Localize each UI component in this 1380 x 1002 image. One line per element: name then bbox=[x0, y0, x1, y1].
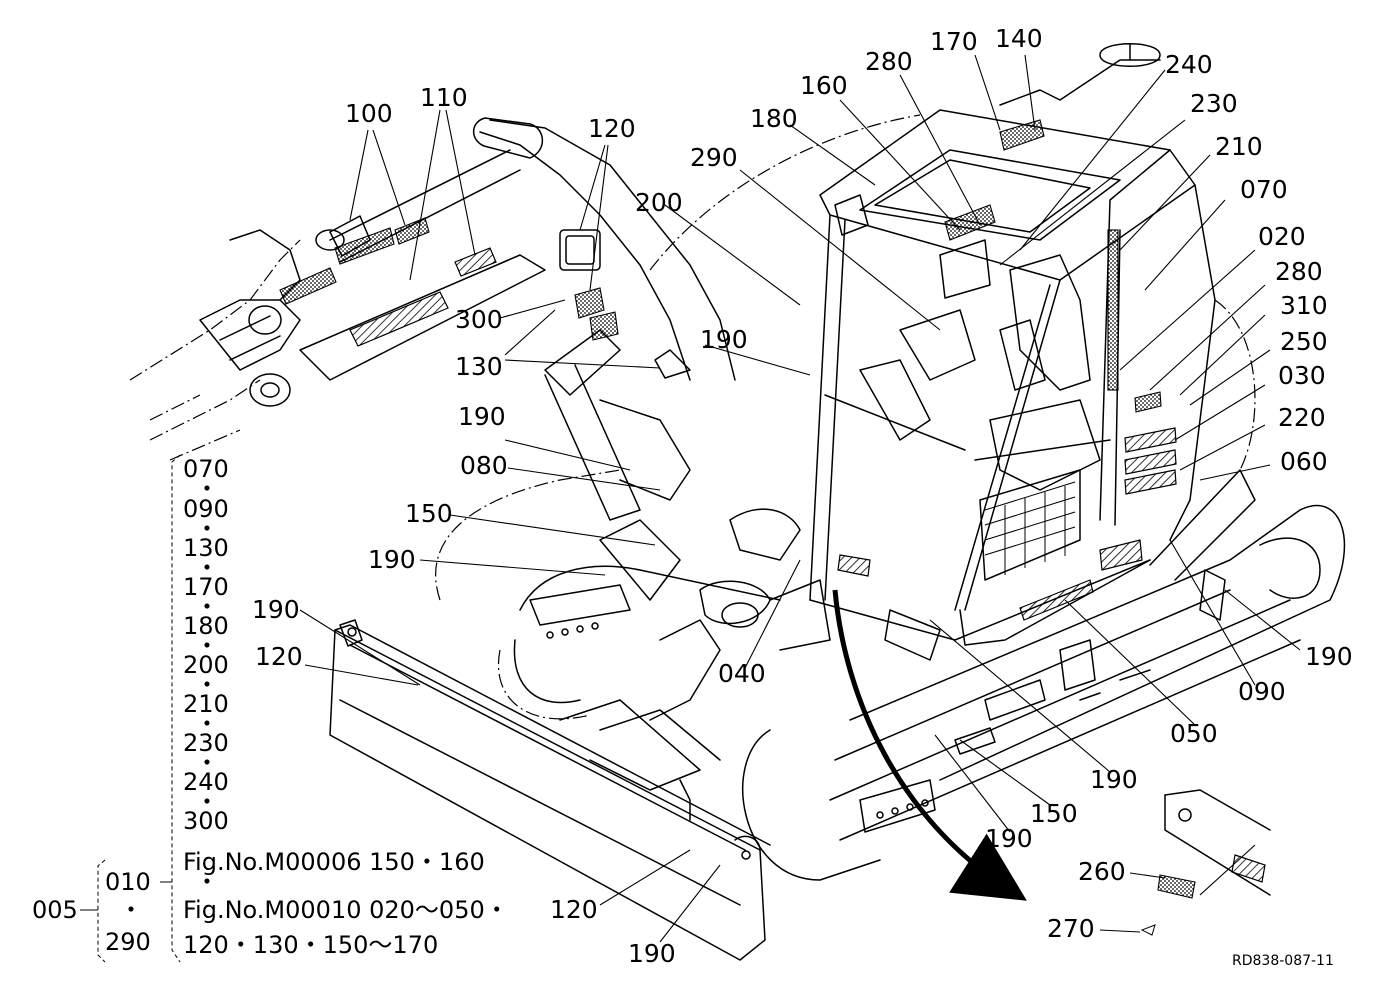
callout-220: 220 bbox=[1278, 403, 1326, 432]
list-item: 090 bbox=[183, 495, 229, 523]
callout-190-right: 190 bbox=[1305, 642, 1353, 671]
dozer-blade bbox=[329, 619, 771, 961]
callout-110: 110 bbox=[420, 83, 468, 112]
left-track bbox=[497, 565, 781, 720]
callout-190-track2: 190 bbox=[985, 824, 1033, 853]
frame bbox=[599, 508, 941, 661]
list-item: 240 bbox=[183, 768, 229, 796]
callout-150-left: 150 bbox=[405, 499, 453, 528]
callout-260: 260 bbox=[1078, 857, 1126, 886]
callout-070: 070 bbox=[1240, 175, 1288, 204]
callout-240: 240 bbox=[1165, 50, 1213, 79]
callout-060: 060 bbox=[1280, 447, 1328, 476]
group-separator: ・ bbox=[119, 896, 143, 924]
callout-080: 080 bbox=[460, 451, 508, 480]
callout-140: 140 bbox=[995, 24, 1043, 53]
attachment-outline bbox=[129, 229, 301, 461]
list-separator: ・ bbox=[195, 710, 219, 738]
callout-190-a: 190 bbox=[458, 402, 506, 431]
callout-020: 020 bbox=[1258, 222, 1306, 251]
list-item: 300 bbox=[183, 807, 229, 835]
callout-040: 040 bbox=[718, 659, 766, 688]
group-010: 010 bbox=[105, 868, 151, 896]
callout-160: 160 bbox=[800, 71, 848, 100]
callout-190-mid: 190 bbox=[700, 325, 748, 354]
fig-ref-3: 120・130・150～170 bbox=[183, 931, 438, 959]
list-separator: ・ bbox=[195, 515, 219, 543]
callout-210: 210 bbox=[1215, 132, 1263, 161]
callout-250: 250 bbox=[1280, 327, 1328, 356]
callout-190-b: 190 bbox=[368, 545, 416, 574]
callout-190-track: 190 bbox=[1090, 765, 1138, 794]
list-item: 230 bbox=[183, 729, 229, 757]
list-item: 210 bbox=[183, 690, 229, 718]
parts-list: 070 ・ 090 ・ 130 ・ 170 ・ 180 ・ 200 ・ 210 … bbox=[32, 454, 509, 963]
fig-ref-1: Fig.No.M00006 150・160 bbox=[183, 848, 485, 876]
callouts: 100 110 120 300 130 190 080 150 190 190 … bbox=[252, 24, 1353, 968]
callout-300-left: 300 bbox=[455, 305, 503, 334]
callout-050: 050 bbox=[1170, 719, 1218, 748]
detail-arrow bbox=[832, 589, 1027, 901]
callout-190-c: 190 bbox=[252, 595, 300, 624]
list-separator: ・ bbox=[195, 632, 219, 660]
list-separator: ・ bbox=[195, 554, 219, 582]
callout-280-top: 280 bbox=[865, 47, 913, 76]
list-separator: ・ bbox=[195, 593, 219, 621]
leader-lines bbox=[299, 54, 1301, 943]
callout-120-bottom: 120 bbox=[550, 895, 598, 924]
list-separator: ・ bbox=[195, 788, 219, 816]
detail-inset bbox=[1140, 789, 1271, 936]
list-separator: ・ bbox=[195, 749, 219, 777]
group-root-005: 005 bbox=[32, 896, 78, 924]
callout-290: 290 bbox=[690, 143, 738, 172]
cab bbox=[809, 43, 1216, 641]
figure-code: RD838-087-11 bbox=[1232, 953, 1334, 969]
callout-230: 230 bbox=[1190, 89, 1238, 118]
callout-150-track: 150 bbox=[1030, 799, 1078, 828]
list-separator: ・ bbox=[195, 868, 219, 896]
callout-120-blade: 120 bbox=[255, 642, 303, 671]
upper-structure bbox=[435, 114, 1256, 646]
callout-090: 090 bbox=[1238, 677, 1286, 706]
callout-100: 100 bbox=[345, 99, 393, 128]
callout-280-right: 280 bbox=[1275, 257, 1323, 286]
list-item: 070 bbox=[183, 455, 229, 483]
boom bbox=[248, 117, 736, 407]
callout-170: 170 bbox=[930, 27, 978, 56]
excavator-drawing bbox=[129, 43, 1346, 961]
callout-130: 130 bbox=[455, 352, 503, 381]
fig-ref-2: Fig.No.M00010 020～050・ bbox=[183, 896, 509, 924]
callout-200: 200 bbox=[635, 188, 683, 217]
list-item: 170 bbox=[183, 573, 229, 601]
group-290: 290 bbox=[105, 928, 151, 956]
list-separator: ・ bbox=[195, 475, 219, 503]
list-item: 200 bbox=[183, 651, 229, 679]
callout-180: 180 bbox=[750, 104, 798, 133]
callout-030: 030 bbox=[1278, 361, 1326, 390]
callout-310: 310 bbox=[1280, 291, 1328, 320]
list-item: 130 bbox=[183, 534, 229, 562]
callout-120-top: 120 bbox=[588, 114, 636, 143]
list-item: 180 bbox=[183, 612, 229, 640]
list-separator: ・ bbox=[195, 671, 219, 699]
boom-cylinder bbox=[544, 229, 691, 521]
callout-270: 270 bbox=[1047, 914, 1095, 943]
callout-190-bottom: 190 bbox=[628, 939, 676, 968]
